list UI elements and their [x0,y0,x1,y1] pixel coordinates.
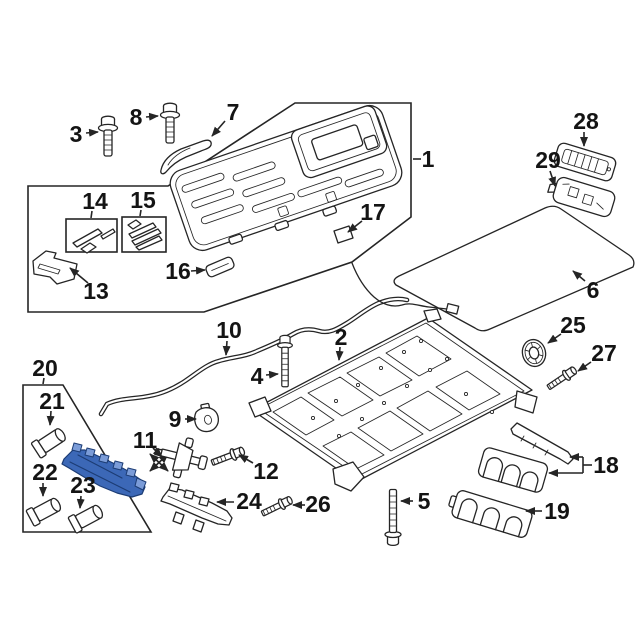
callout-3: 3 [70,121,83,147]
part-26-bolt [259,493,295,520]
callout-7: 7 [227,99,240,125]
callout-18: 18 [593,452,619,478]
callout-15: 15 [130,187,156,213]
callout-6: 6 [587,277,600,303]
part-16-seal [205,256,235,278]
part-27-stud [544,363,580,393]
part-2-battery-tray [248,308,538,492]
part-14-gaskets [72,228,116,254]
callout-5: 5 [418,488,431,514]
part-11-vent-valve [149,437,208,479]
callout-17: 17 [360,199,386,225]
callout-10: 10 [216,317,242,343]
part-13-seal [32,250,78,285]
callout-28: 28 [573,108,599,134]
callout-1: 1 [422,146,435,172]
part-23-spacer [67,501,106,535]
part-25-grommet [521,338,547,368]
part-6-cover-pad [393,205,635,332]
callout-19: 19 [544,498,570,524]
part-28-module [553,142,617,182]
part-18-strip [510,422,574,465]
part-18-clamp [477,447,549,493]
part-9-clamp [194,402,219,433]
highlighted-part [61,442,147,498]
callout-21: 21 [39,388,65,414]
callout-13: 13 [83,278,109,304]
callout-25: 25 [560,312,586,338]
callout-26: 26 [305,491,331,517]
callout-11: 11 [133,427,158,453]
part-17-label [333,225,354,244]
callout-22: 22 [32,459,58,485]
callout-9: 9 [169,406,182,432]
part-1-battery-cover [169,104,403,252]
callout-29: 29 [535,147,561,173]
callout-4: 4 [251,363,264,389]
group-box-cover-section [27,102,412,313]
callout-16: 16 [165,258,191,284]
part-8-bolt [159,102,181,144]
part-14-box [65,218,118,253]
group-box-20 [22,384,153,533]
callout-2: 2 [335,324,348,350]
callout-8: 8 [130,104,143,130]
callout-27: 27 [591,340,617,366]
part-5-bolt [384,488,402,547]
callout-12: 12 [253,458,279,484]
callout-14: 14 [82,188,108,214]
part-10-cooling-tube [98,296,410,417]
harness-line [351,262,460,315]
part-24-bracket-assembly [160,482,233,533]
part-15-gaskets [127,219,163,251]
callout-20: 20 [32,355,58,381]
part-4-bolt [277,334,293,388]
callout-23: 23 [70,472,96,498]
part-15-box [121,216,167,253]
part-7-bracket [160,139,212,175]
callout-24: 24 [236,488,262,514]
part-19-bracket [448,490,533,538]
part-21-spacer [30,424,69,460]
part-3-bolt [97,115,119,157]
part-22-spacer [25,494,64,528]
